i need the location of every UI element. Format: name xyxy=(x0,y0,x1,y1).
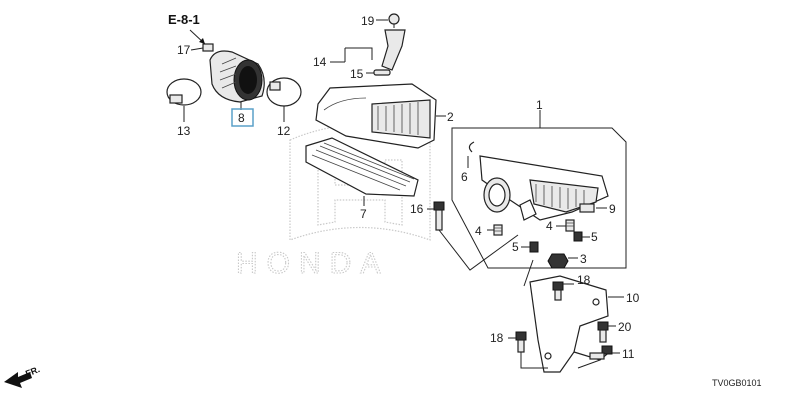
honda-watermark: HONDA xyxy=(235,124,431,281)
callout-14[interactable]: 14 xyxy=(313,55,327,69)
part-9-pad xyxy=(579,203,595,213)
part-12-hose-clamp xyxy=(266,77,302,107)
part-15-seal xyxy=(373,69,391,76)
assembly-line-11 xyxy=(577,359,601,369)
reference-label[interactable]: E-8-1 xyxy=(168,12,200,27)
part-4-grommet-left xyxy=(493,224,503,236)
front-direction-arrow: FR. xyxy=(4,364,41,388)
callout-1[interactable]: 1 xyxy=(536,98,543,112)
callout-15[interactable]: 15 xyxy=(350,67,364,81)
callout-4a[interactable]: 4 xyxy=(475,224,482,238)
part-7-air-filter xyxy=(305,137,419,197)
callout-8-highlight-box xyxy=(231,108,254,127)
callout-19[interactable]: 19 xyxy=(361,14,375,28)
part-5-collar-right xyxy=(573,231,583,242)
part-18-bolt-lower xyxy=(515,331,527,353)
callout-12[interactable]: 12 xyxy=(277,124,291,138)
honda-h-logo-inner xyxy=(317,159,403,226)
part-13-hose-clamp xyxy=(166,78,202,106)
part-4-grommet-right xyxy=(565,219,575,232)
callout-2[interactable]: 2 xyxy=(447,110,454,124)
callout-13[interactable]: 13 xyxy=(177,124,191,138)
part-19-bolt xyxy=(388,13,400,28)
part-14-inlet-duct xyxy=(381,29,406,71)
callout-7[interactable]: 7 xyxy=(360,207,367,221)
part-20-bolt xyxy=(597,321,609,343)
part-11-bolt xyxy=(589,345,613,360)
part-2-air-cleaner-cover xyxy=(315,83,437,149)
part-18-bolt-upper xyxy=(552,281,564,301)
part-16-bolt xyxy=(433,201,445,231)
direction-label: FR. xyxy=(24,364,41,379)
part-1-group-frame xyxy=(451,127,627,269)
assembly-line-16 xyxy=(438,229,519,271)
callout-18b[interactable]: 18 xyxy=(490,331,504,345)
assembly-line-bracket xyxy=(523,259,534,287)
callout-5a[interactable]: 5 xyxy=(512,240,519,254)
callout-6[interactable]: 6 xyxy=(461,170,468,184)
callout-16[interactable]: 16 xyxy=(410,202,424,216)
callout-3[interactable]: 3 xyxy=(580,252,587,266)
leader-14 xyxy=(330,47,373,63)
assembly-line-18b xyxy=(520,352,548,369)
arrow-icon xyxy=(4,372,32,388)
callout-8[interactable]: 8 xyxy=(238,111,245,125)
leader-17 xyxy=(190,47,204,51)
callout-5b[interactable]: 5 xyxy=(591,230,598,244)
callout-20[interactable]: 20 xyxy=(618,320,632,334)
diagram-code: TV0GB0101 xyxy=(712,378,762,388)
reference-arrow-head xyxy=(199,38,205,44)
callout-10[interactable]: 10 xyxy=(626,291,640,305)
honda-wordmark: HONDA xyxy=(236,247,389,280)
part-3-nut xyxy=(547,253,569,269)
part-8-intake-tube xyxy=(209,50,265,103)
callout-4b[interactable]: 4 xyxy=(546,219,553,233)
part-1-air-cleaner-housing xyxy=(479,155,609,221)
part-5-collar-left xyxy=(529,241,539,253)
callout-11[interactable]: 11 xyxy=(622,347,635,361)
part-6-clip xyxy=(468,141,475,153)
callout-18a[interactable]: 18 xyxy=(577,273,591,287)
callout-17[interactable]: 17 xyxy=(177,43,191,57)
callout-9[interactable]: 9 xyxy=(609,202,616,216)
part-17-clip xyxy=(202,43,214,52)
